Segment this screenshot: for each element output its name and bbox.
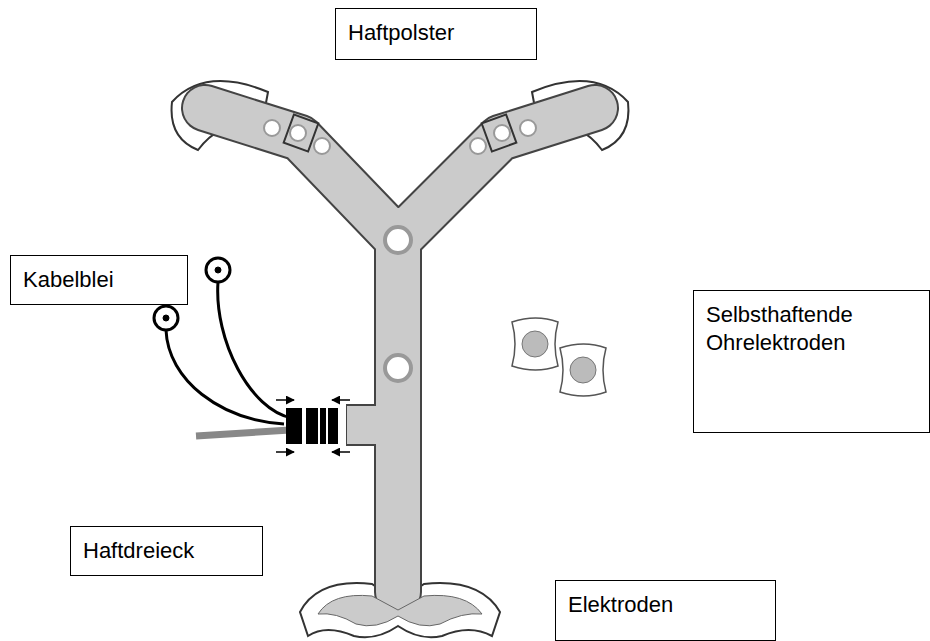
cable-wire: [218, 282, 292, 418]
cable-plug: [286, 408, 338, 444]
callout-label: Elektroden: [568, 591, 673, 619]
ear-electrode: [512, 318, 606, 396]
callout-box: Selbsthaftende Ohrelektroden: [693, 290, 930, 433]
cable: [196, 430, 290, 436]
callout-box: Kabelblei: [10, 255, 188, 305]
callout-label: Haftdreieck: [83, 537, 194, 565]
push-arrows: [276, 400, 350, 452]
y-sensor-body: [205, 108, 595, 592]
callout-box: Haftdreieck: [70, 526, 263, 576]
cable-wire: [166, 330, 284, 424]
callout-label: Kabelblei: [23, 266, 114, 294]
callout-box: Elektroden: [555, 580, 776, 641]
callout-label: Haftpolster: [348, 19, 454, 47]
callout-label: Selbsthaftende Ohrelektroden: [706, 301, 917, 356]
callout-box: Haftpolster: [335, 8, 537, 60]
snap-dot: [264, 120, 536, 381]
electrode-lobes-inner: [318, 595, 482, 625]
